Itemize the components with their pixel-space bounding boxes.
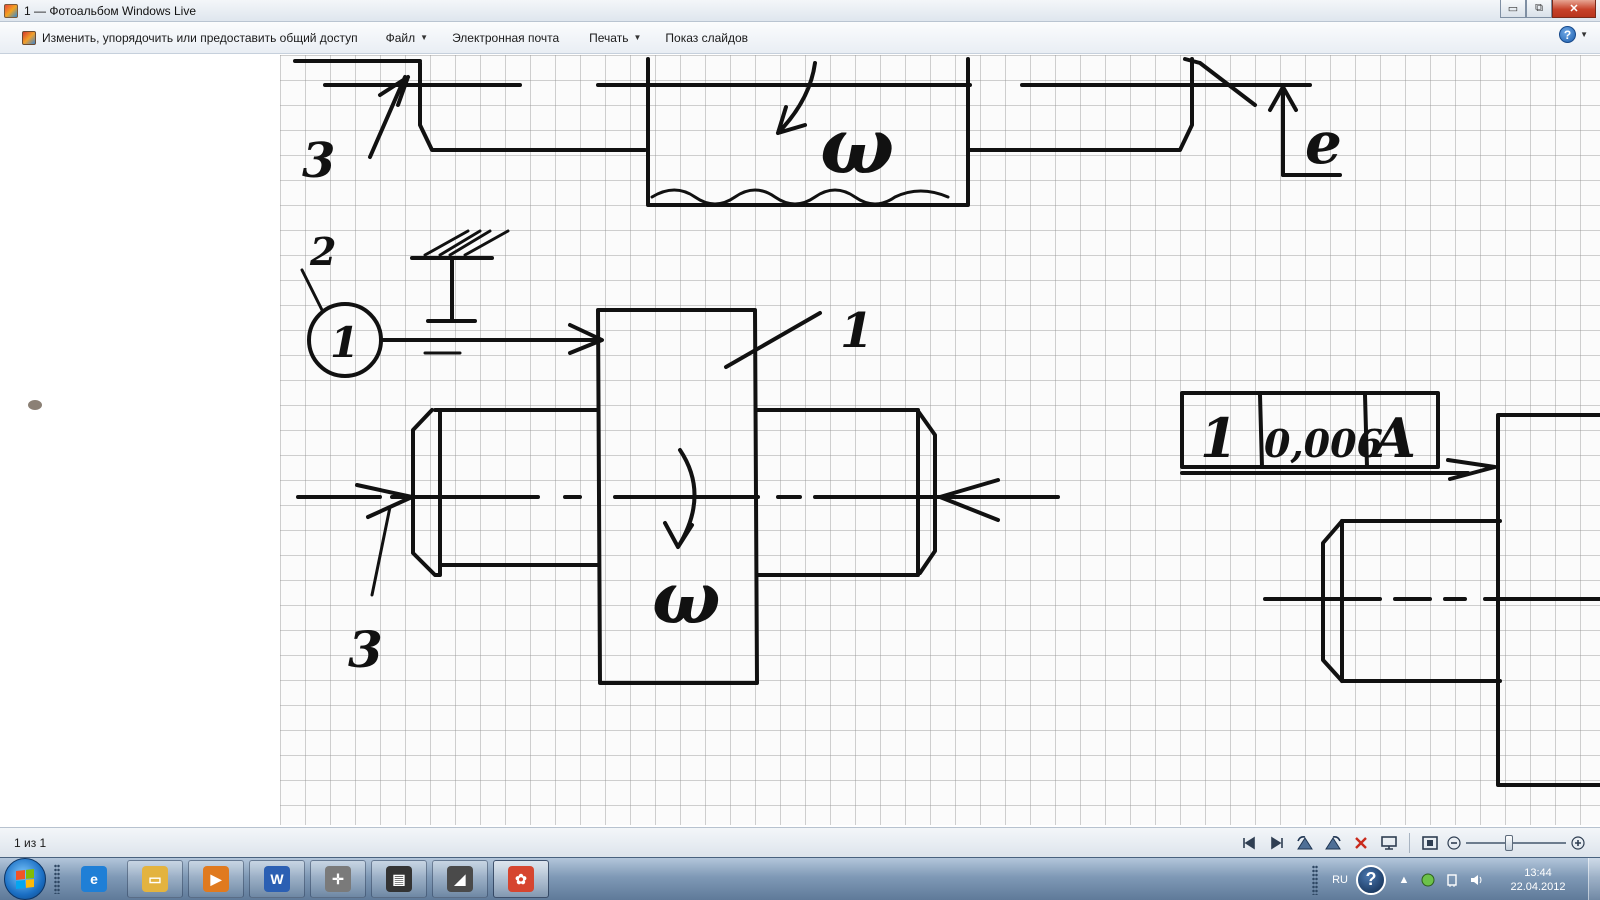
photo-gallery-app-icon xyxy=(4,3,18,18)
taskbar-internet-explorer-button[interactable]: e xyxy=(66,860,122,898)
taskbar-server-app-button[interactable]: ▤ xyxy=(371,860,427,898)
email-button[interactable]: Электронная почта xyxy=(440,26,571,50)
status-bar: 1 из 1 xyxy=(0,827,1600,857)
label-center-omega: ω xyxy=(652,555,721,640)
window-controls: ▭ ⧉ ✕ xyxy=(1500,0,1596,18)
delete-icon xyxy=(1355,837,1367,849)
photo-image: 3 ω e 2 1 1 ω 3 1 0,006 A xyxy=(280,55,1600,825)
help-button[interactable]: ? ▼ xyxy=(1559,26,1588,43)
taskbar-word-button[interactable]: W xyxy=(249,860,305,898)
media-player-icon: ▶ xyxy=(203,866,229,892)
technical-drawing: 3 ω e 2 1 1 ω 3 1 0,006 A xyxy=(293,57,1600,787)
zoom-out-icon xyxy=(1447,836,1461,850)
chevron-down-icon: ▼ xyxy=(633,33,642,42)
internet-explorer-icon: e xyxy=(81,866,107,892)
viewer-controls xyxy=(1235,831,1588,855)
help-icon: ? xyxy=(1559,26,1577,43)
security-tray-icon[interactable] xyxy=(1420,872,1436,888)
print-menu-label: Печать xyxy=(589,30,629,45)
dust-speck xyxy=(28,400,42,410)
word-icon: W xyxy=(264,866,290,892)
zoom-slider-thumb[interactable] xyxy=(1504,835,1513,851)
previous-button[interactable] xyxy=(1235,832,1263,854)
label-top-3: 3 xyxy=(302,133,335,189)
show-desktop-button[interactable] xyxy=(1588,858,1600,900)
rotate-left-button[interactable] xyxy=(1291,832,1319,854)
system-tray: RU ? ▲ 13:44 22.04.2012 xyxy=(1304,858,1600,900)
taskbar-media-player-button[interactable]: ▶ xyxy=(188,860,244,898)
drawing-labels: 3 ω e 2 1 1 ω 3 1 0,006 A xyxy=(302,101,1416,679)
taskbar-scanner-button[interactable]: ◢ xyxy=(432,860,488,898)
taskbar-apps: e ▭ ▶ W ✛ ▤ ◢ ✿ xyxy=(66,860,554,898)
fit-to-window-button[interactable] xyxy=(1416,832,1444,854)
tray-grip[interactable] xyxy=(1312,864,1319,895)
email-button-label: Электронная почта xyxy=(452,30,560,45)
frame-cell-datum: A xyxy=(1369,406,1416,470)
language-indicator[interactable]: RU xyxy=(1332,873,1348,886)
taskbar-photo-gallery-button[interactable]: ✿ xyxy=(493,860,549,898)
chevron-down-icon: ▼ xyxy=(1580,30,1588,39)
start-button[interactable] xyxy=(4,858,46,900)
slideshow-control-button[interactable] xyxy=(1375,832,1403,854)
clock-date: 22.04.2012 xyxy=(1510,880,1566,893)
print-menu[interactable]: Печать ▼ xyxy=(577,26,653,50)
command-bar: Изменить, упорядочить или предоставить о… xyxy=(0,22,1600,54)
zoom-slider-track xyxy=(1466,842,1566,844)
skip-next-icon xyxy=(1271,836,1283,850)
clock-time: 13:44 xyxy=(1524,866,1552,879)
taskbar: e ▭ ▶ W ✛ ▤ ◢ ✿ RU ? ▲ 13:44 22.04.2012 xyxy=(0,857,1600,900)
minimize-button[interactable]: ▭ xyxy=(1500,0,1526,18)
photo-viewer[interactable]: 3 ω e 2 1 1 ω 3 1 0,006 A xyxy=(0,55,1600,825)
photo-gallery-icon: ✿ xyxy=(508,866,534,892)
zoom-in-button[interactable] xyxy=(1568,832,1588,854)
zoom-slider[interactable] xyxy=(1466,832,1566,854)
zoom-out-button[interactable] xyxy=(1444,832,1464,854)
taskbar-grip[interactable] xyxy=(54,864,60,894)
page-counter: 1 из 1 xyxy=(14,835,47,850)
compass-app-icon: ✛ xyxy=(325,866,351,892)
separator xyxy=(1409,833,1410,853)
rotate-left-icon xyxy=(1297,836,1313,850)
slideshow-icon xyxy=(1381,836,1397,850)
label-2: 2 xyxy=(309,229,336,274)
label-bottom-3: 3 xyxy=(348,620,383,679)
window-title: 1 — Фотоальбом Windows Live xyxy=(24,3,196,18)
rotate-right-button[interactable] xyxy=(1319,832,1347,854)
slideshow-button[interactable]: Показ слайдов xyxy=(653,26,760,50)
delete-button[interactable] xyxy=(1347,832,1375,854)
label-1: 1 xyxy=(840,303,873,359)
server-app-icon: ▤ xyxy=(386,866,412,892)
usb-device-icon[interactable] xyxy=(1444,872,1460,888)
file-menu[interactable]: Файл ▼ xyxy=(374,26,440,50)
clock[interactable]: 13:44 22.04.2012 xyxy=(1494,866,1582,894)
show-hidden-icons-icon[interactable]: ▲ xyxy=(1398,873,1410,886)
file-menu-label: Файл xyxy=(385,30,416,45)
chevron-down-icon: ▼ xyxy=(420,33,429,42)
windows-logo-icon xyxy=(16,869,34,889)
skip-previous-icon xyxy=(1243,836,1255,850)
label-top-omega: ω xyxy=(820,101,894,192)
photo-gallery-icon xyxy=(22,30,36,45)
zoom-in-icon xyxy=(1571,836,1585,850)
taskbar-compass-app-button[interactable]: ✛ xyxy=(310,860,366,898)
label-top-e: e xyxy=(1305,109,1342,177)
explorer-icon: ▭ xyxy=(142,866,168,892)
edit-organize-share-button[interactable]: Изменить, упорядочить или предоставить о… xyxy=(0,26,370,50)
frame-cell-symbol: 1 xyxy=(1200,406,1238,470)
scanner-icon: ◢ xyxy=(447,866,473,892)
volume-icon[interactable] xyxy=(1468,872,1484,888)
slideshow-button-label: Показ слайдов xyxy=(665,30,749,45)
help-support-icon[interactable]: ? xyxy=(1356,864,1386,895)
rotate-right-icon xyxy=(1325,836,1341,850)
fit-window-icon xyxy=(1422,836,1438,850)
edit-organize-share-label: Изменить, упорядочить или предоставить о… xyxy=(42,30,358,45)
frame-cell-tolerance: 0,006 xyxy=(1264,421,1383,466)
maximize-button[interactable]: ⧉ xyxy=(1526,0,1552,18)
next-button[interactable] xyxy=(1263,832,1291,854)
close-button[interactable]: ✕ xyxy=(1552,0,1596,18)
title-bar: 1 — Фотоальбом Windows Live ▭ ⧉ ✕ xyxy=(0,0,1600,22)
label-circle-1: 1 xyxy=(330,318,359,367)
taskbar-explorer-button[interactable]: ▭ xyxy=(127,860,183,898)
